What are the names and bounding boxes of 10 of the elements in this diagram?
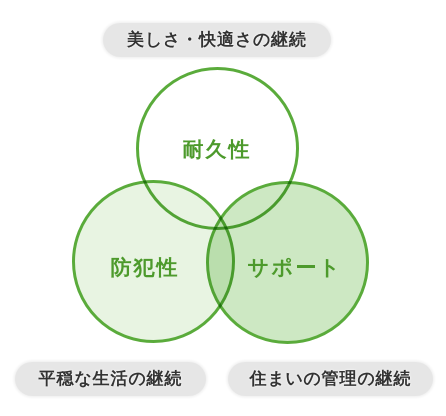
venn-label: 防犯性 (110, 255, 180, 281)
theme-label: 住まいの管理の継続 (250, 368, 412, 390)
rounded-label-pill (228, 362, 433, 396)
venn-label: 耐久性 (182, 137, 252, 163)
rounded-label-pill (15, 362, 206, 396)
venn-label: サポート (248, 255, 342, 281)
theme-label: 美しさ・快適さの継続 (127, 30, 307, 50)
theme-label: 平穏な生活の継続 (38, 368, 182, 390)
venn-circle (206, 180, 368, 344)
rounded-label-pill (103, 23, 331, 57)
